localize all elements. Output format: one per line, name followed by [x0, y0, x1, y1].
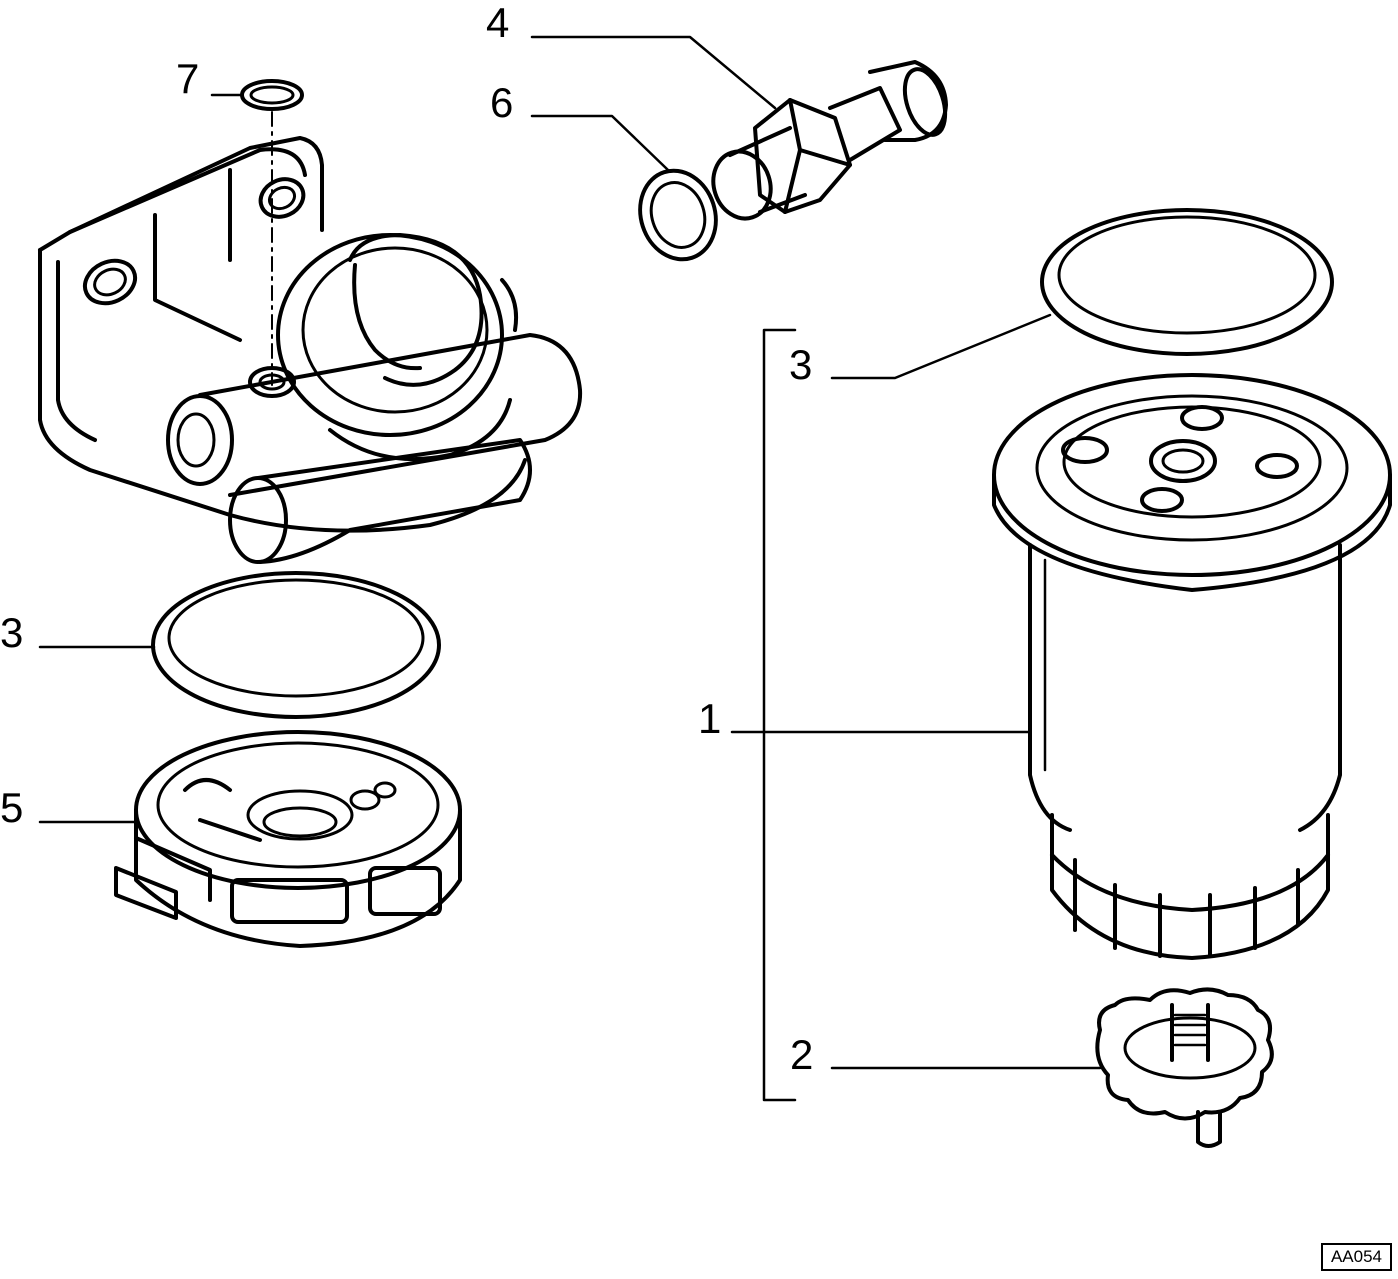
sealing-washer — [638, 168, 718, 262]
o-ring-large-right — [1040, 208, 1334, 356]
o-ring-small — [240, 79, 304, 111]
drain-plug — [1095, 987, 1274, 1148]
callout-1: 1 — [698, 695, 722, 742]
leader-lines — [38, 35, 1102, 1102]
callout-6: 6 — [490, 79, 514, 126]
callout-3-left: 3 — [0, 609, 24, 656]
separator-bowl — [114, 730, 462, 948]
filter-head-bracket — [38, 136, 583, 564]
callout-2: 2 — [790, 1031, 814, 1078]
callout-5: 5 — [0, 784, 24, 831]
callout-7: 7 — [176, 55, 200, 102]
callout-3-right: 3 — [789, 341, 813, 388]
o-ring-large-left — [151, 571, 441, 719]
sensor-fitting — [711, 60, 948, 221]
filter-cartridge — [992, 373, 1392, 960]
callout-4: 4 — [486, 0, 510, 46]
drawing-code-label: AA054 — [1320, 1243, 1392, 1271]
